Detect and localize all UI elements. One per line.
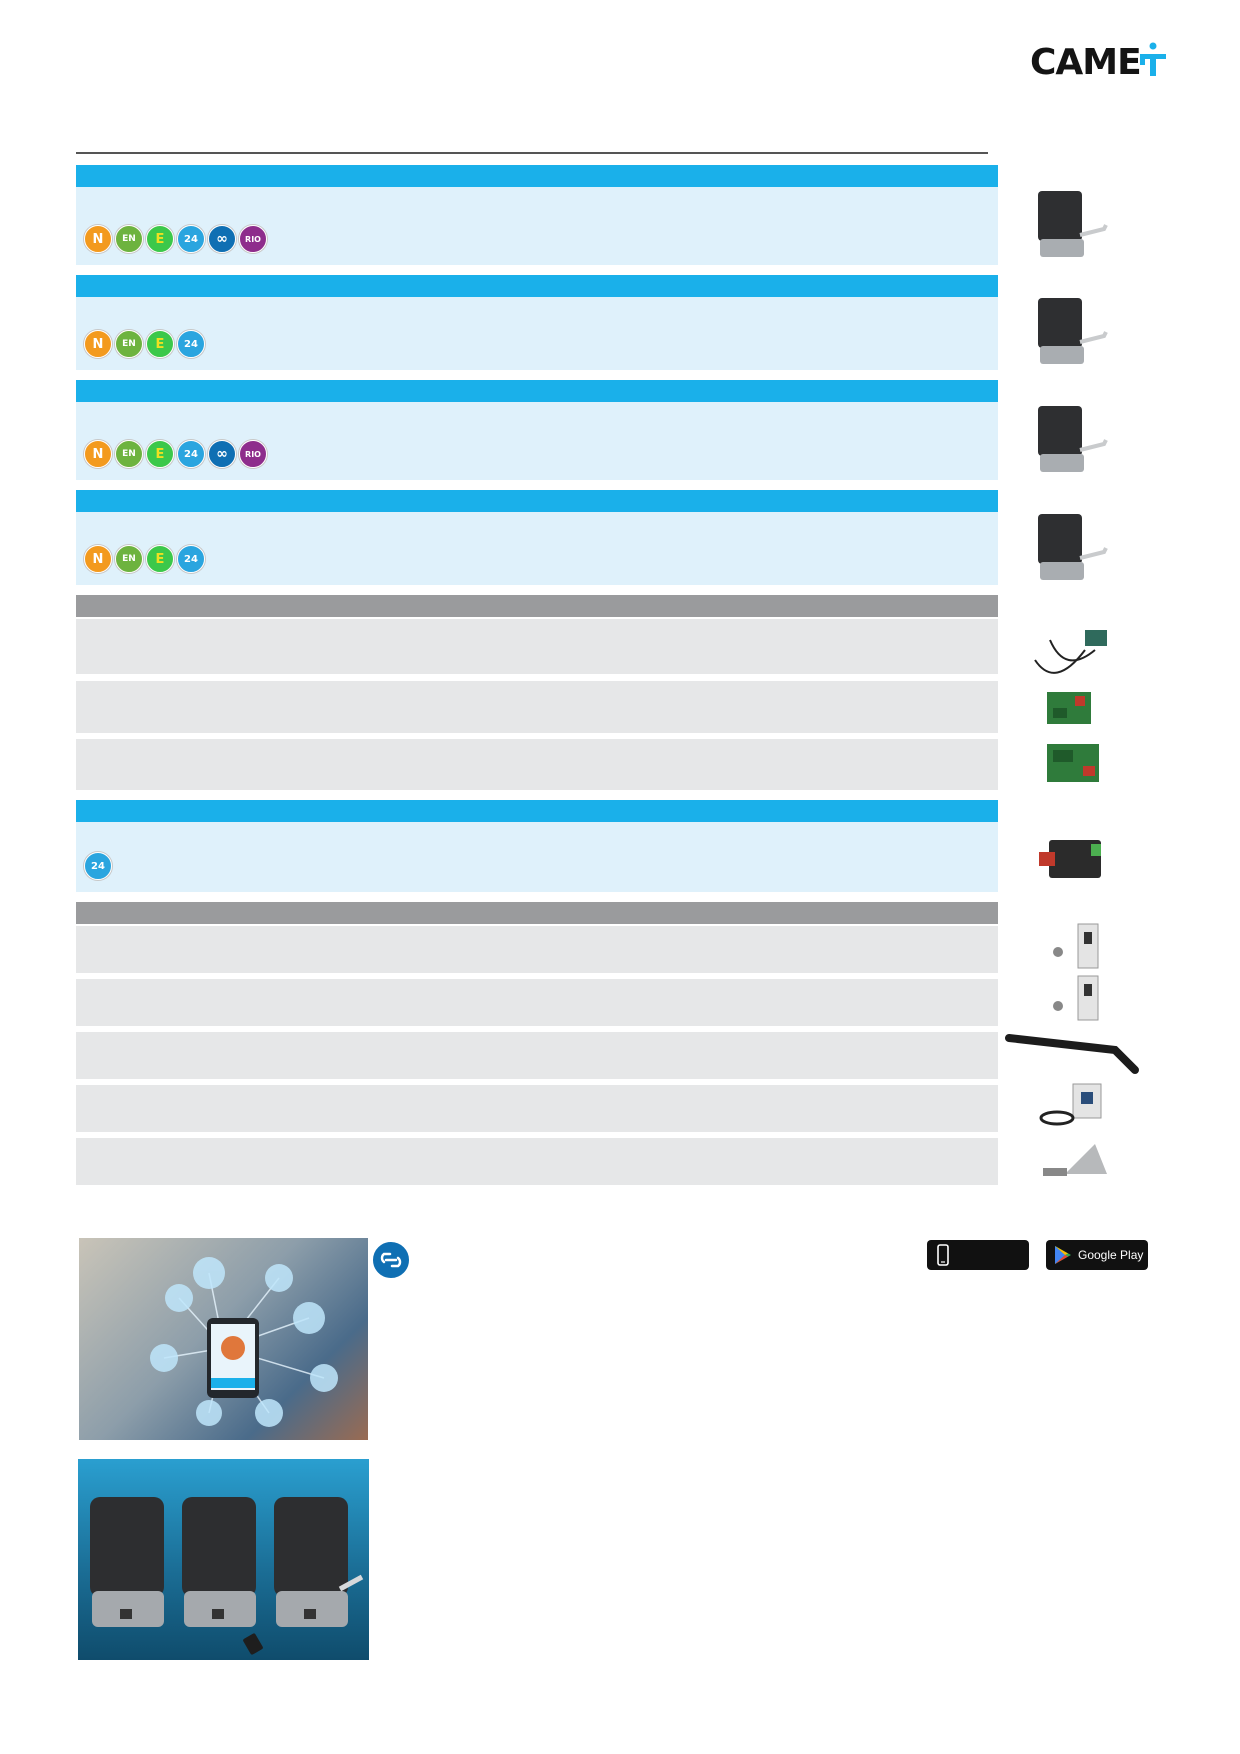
section-bar-5 [76, 800, 998, 822]
section-panel-3: N EN E 24 ∞ RIO [76, 402, 998, 480]
en-tested-badge-icon: EN [115, 225, 143, 253]
24v-badge-icon: 24 [177, 545, 205, 573]
badge-row: 24 [84, 852, 112, 880]
accessory-row [76, 739, 998, 790]
e-badge-icon: E [146, 545, 174, 573]
control-board-image [1047, 744, 1099, 782]
mounting-bracket-image [1043, 1144, 1107, 1176]
came-t-mark-icon [1140, 42, 1166, 76]
n-badge-icon: N [84, 440, 112, 468]
accessory-row [76, 1032, 998, 1079]
section-bar-1 [76, 165, 998, 187]
en-tested-badge-icon: EN [115, 330, 143, 358]
release-kit-image [1053, 923, 1099, 969]
app-network-illustration [150, 1257, 338, 1427]
badge-row: N EN E 24 ∞ RIO [84, 225, 267, 253]
e-badge-icon: E [146, 440, 174, 468]
brand-name: CAME [1030, 42, 1142, 83]
accessories-bar-1 [76, 595, 998, 617]
badge-row: N EN E 24 [84, 330, 205, 358]
en-tested-badge-icon: EN [115, 545, 143, 573]
phone-icon [937, 1244, 949, 1266]
section-bar-2 [76, 275, 998, 297]
en-label: EN [122, 339, 136, 349]
accessory-row [76, 979, 998, 1026]
accessories-bar-2 [76, 902, 998, 924]
control-board-image [1047, 692, 1091, 724]
battery-module-image [1039, 840, 1101, 878]
release-kit-image [1053, 975, 1099, 1021]
operators-lineup-photo [78, 1459, 369, 1660]
accessory-row [76, 1085, 998, 1132]
section-panel-1: N EN E 24 ∞ RIO [76, 187, 998, 265]
app-store-badge[interactable] [927, 1240, 1029, 1270]
e-badge-icon: E [146, 330, 174, 358]
en-tested-badge-icon: EN [115, 440, 143, 468]
section-panel-2: N EN E 24 [76, 297, 998, 370]
badge-row: N EN E 24 ∞ RIO [84, 440, 267, 468]
n-badge-icon: N [84, 225, 112, 253]
badge-row: N EN E 24 [84, 545, 205, 573]
gate-operator-image [1038, 514, 1108, 580]
24v-badge-icon: 24 [177, 330, 205, 358]
24v-badge-icon: 24 [177, 440, 205, 468]
accessory-row [76, 681, 998, 733]
accessory-row [76, 1138, 998, 1185]
24v-badge-icon: 24 [84, 852, 112, 880]
24v-badge-icon: 24 [177, 225, 205, 253]
e-badge-icon: E [146, 225, 174, 253]
connect-badge [371, 1240, 411, 1280]
section-bar-4 [76, 490, 998, 512]
gate-operator-image [1038, 298, 1108, 364]
gate-operator-image [1038, 191, 1108, 257]
articulated-arm-image [1005, 1034, 1139, 1074]
connect-icon [371, 1240, 411, 1280]
google-play-icon [1055, 1246, 1071, 1264]
en-label: EN [122, 449, 136, 459]
release-lock-image [1039, 1083, 1102, 1126]
came-logo: CAME [1030, 40, 1170, 84]
n-badge-icon: N [84, 330, 112, 358]
three-operators-illustration [90, 1497, 364, 1655]
section-panel-5: 24 [76, 822, 998, 892]
rio-badge-icon: RIO [239, 225, 267, 253]
gate-operator-image [1038, 406, 1108, 472]
connect-badge-icon: ∞ [208, 225, 236, 253]
en-label: EN [122, 234, 136, 244]
section-bar-3 [76, 380, 998, 402]
rio-badge-icon: RIO [239, 440, 267, 468]
cable-kit-image [1034, 630, 1107, 674]
google-play-badge[interactable]: Google Play [1046, 1240, 1148, 1270]
en-label: EN [122, 554, 136, 564]
section-panel-4: N EN E 24 [76, 512, 998, 585]
header-rule [76, 152, 988, 154]
accessory-row [76, 619, 998, 674]
google-play-label: Google Play [1078, 1248, 1144, 1262]
n-badge-icon: N [84, 545, 112, 573]
connect-badge-icon: ∞ [208, 440, 236, 468]
smartphone-app-photo [79, 1238, 368, 1440]
accessory-row [76, 926, 998, 973]
